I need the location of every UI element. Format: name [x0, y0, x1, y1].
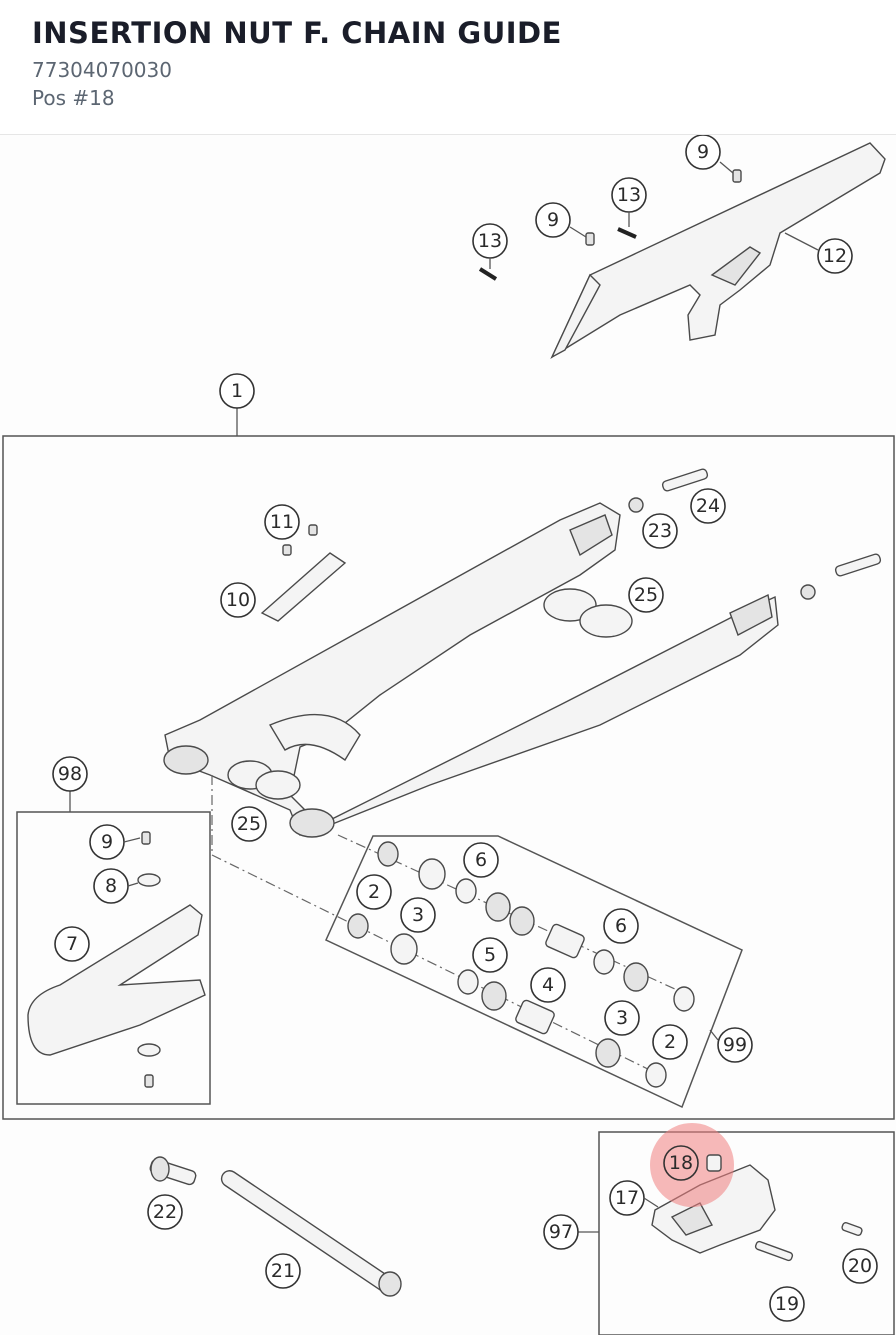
- bearing-kit-frame: [325, 835, 743, 1109]
- callout-18[interactable]: 18: [663, 1145, 699, 1181]
- svg-text:17: 17: [615, 1187, 639, 1209]
- svg-text:19: 19: [775, 1293, 799, 1315]
- chain-slider-kit-frame: [16, 811, 211, 1105]
- insertion-nut-part: [706, 1154, 722, 1172]
- svg-text:24: 24: [696, 495, 720, 517]
- callout-6[interactable]: 6: [463, 842, 499, 878]
- svg-text:25: 25: [634, 584, 658, 606]
- callout-1[interactable]: 1: [219, 373, 255, 409]
- callout-9[interactable]: 9: [535, 202, 571, 238]
- callout-2[interactable]: 2: [652, 1024, 688, 1060]
- svg-text:8: 8: [105, 875, 117, 897]
- svg-text:99: 99: [723, 1034, 747, 1056]
- bearing-seals-part: [227, 588, 633, 800]
- callout-6[interactable]: 6: [603, 908, 639, 944]
- svg-text:7: 7: [66, 933, 78, 955]
- position-label: Pos #18: [32, 86, 115, 110]
- svg-text:12: 12: [823, 245, 847, 267]
- svg-text:25: 25: [237, 813, 261, 835]
- callout-3[interactable]: 3: [604, 1000, 640, 1036]
- bearing-kit-parts: [347, 841, 695, 1088]
- chain-guide-kit-frame: [598, 1131, 895, 1335]
- svg-text:21: 21: [271, 1260, 295, 1282]
- callout-8[interactable]: 8: [93, 868, 129, 904]
- svg-text:22: 22: [153, 1201, 177, 1223]
- callout-20[interactable]: 20: [842, 1248, 878, 1284]
- svg-text:13: 13: [478, 230, 502, 252]
- callout-4[interactable]: 4: [530, 967, 566, 1003]
- callout-98[interactable]: 98: [52, 756, 88, 792]
- svg-text:18: 18: [669, 1152, 693, 1174]
- callout-22[interactable]: 22: [147, 1194, 183, 1230]
- callout-5[interactable]: 5: [472, 937, 508, 973]
- callout-12[interactable]: 12: [817, 238, 853, 274]
- callout-3[interactable]: 3: [400, 897, 436, 933]
- svg-text:5: 5: [484, 944, 496, 966]
- pivot-bolt-parts: [149, 1156, 402, 1297]
- swingarm-group-frame: [2, 435, 895, 1120]
- diagram-canvas: 1 2 2 3 3 4 5 6 6 7 8 9 9 9 10 11 12 13 …: [2, 135, 895, 1335]
- svg-text:6: 6: [475, 849, 487, 871]
- svg-text:9: 9: [547, 209, 559, 231]
- callout-97[interactable]: 97: [543, 1214, 579, 1250]
- svg-text:98: 98: [58, 763, 82, 785]
- part-header: INSERTION NUT F. CHAIN GUIDE 77304070030…: [0, 0, 896, 135]
- chain-slider-part: [260, 524, 347, 622]
- swingarm-part: [163, 502, 779, 838]
- svg-text:9: 9: [101, 831, 113, 853]
- callout-23[interactable]: 23: [642, 513, 678, 549]
- callout-24[interactable]: 24: [690, 488, 726, 524]
- svg-text:97: 97: [549, 1221, 573, 1243]
- callout-13[interactable]: 13: [611, 177, 647, 213]
- svg-text:3: 3: [412, 904, 424, 926]
- svg-text:2: 2: [368, 881, 380, 903]
- svg-text:23: 23: [648, 520, 672, 542]
- svg-text:10: 10: [226, 589, 250, 611]
- chain-slider-guard-part: [27, 831, 206, 1088]
- callout-25[interactable]: 25: [628, 577, 664, 613]
- chain-guide-part: [651, 1164, 863, 1262]
- axle-parts: [628, 468, 882, 600]
- exploded-parts-diagram: 1 2 2 3 3 4 5 6 6 7 8 9 9 9 10 11 12 13 …: [0, 135, 896, 1335]
- svg-text:11: 11: [270, 511, 294, 533]
- svg-text:2: 2: [664, 1031, 676, 1053]
- callout-13[interactable]: 13: [472, 223, 508, 259]
- callout-9[interactable]: 9: [685, 135, 721, 170]
- guard-screws: [478, 169, 742, 281]
- callout-9[interactable]: 9: [89, 824, 125, 860]
- part-title: INSERTION NUT F. CHAIN GUIDE: [32, 16, 562, 50]
- callout-2[interactable]: 2: [356, 874, 392, 910]
- callout-11[interactable]: 11: [264, 504, 300, 540]
- callout-25[interactable]: 25: [231, 806, 267, 842]
- svg-text:6: 6: [615, 915, 627, 937]
- callout-17[interactable]: 17: [609, 1180, 645, 1216]
- svg-text:20: 20: [848, 1255, 872, 1277]
- svg-text:4: 4: [542, 974, 554, 996]
- chain-guard-part: [550, 142, 886, 359]
- callout-99[interactable]: 99: [717, 1027, 753, 1063]
- highlight-marker: [650, 1123, 734, 1207]
- callout-19[interactable]: 19: [769, 1286, 805, 1322]
- svg-text:9: 9: [697, 141, 709, 163]
- callout-7[interactable]: 7: [54, 926, 90, 962]
- callout-10[interactable]: 10: [220, 582, 256, 618]
- svg-text:3: 3: [616, 1007, 628, 1029]
- svg-text:1: 1: [231, 380, 243, 402]
- callout-21[interactable]: 21: [265, 1253, 301, 1289]
- part-number: 77304070030: [32, 58, 172, 82]
- svg-text:13: 13: [617, 184, 641, 206]
